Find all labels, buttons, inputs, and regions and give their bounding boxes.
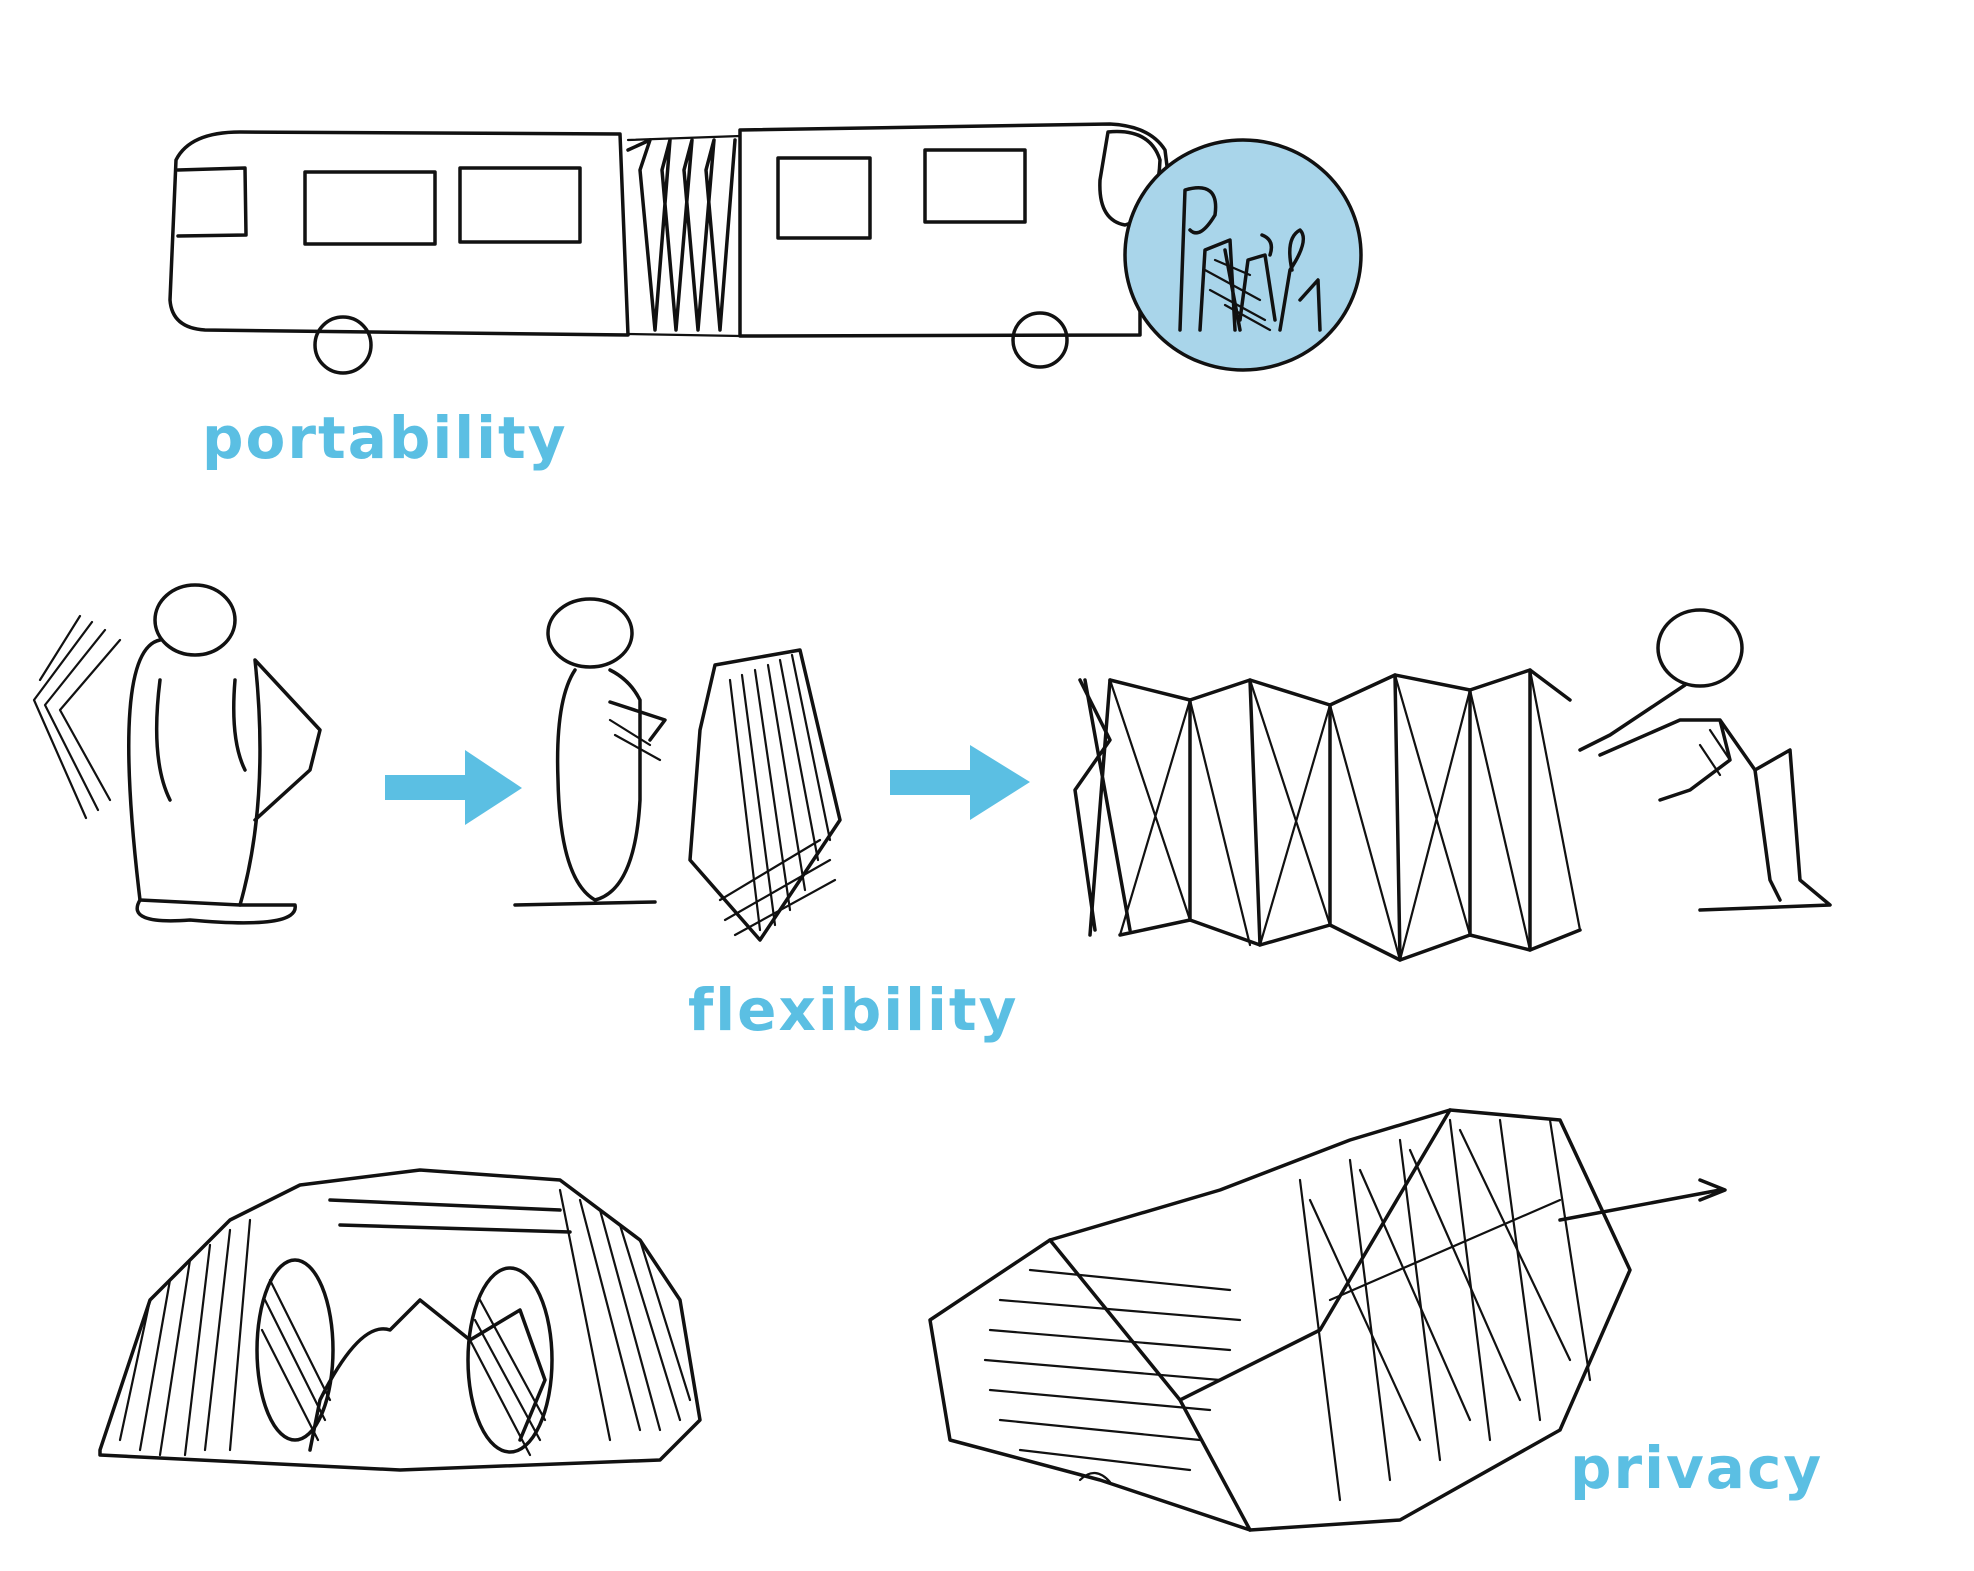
folding-screen-icon — [1073, 668, 1582, 962]
tent-icon — [98, 1168, 702, 1472]
folding-panel-icon — [688, 648, 842, 942]
arrow-right-icon — [385, 750, 522, 825]
passenger-bubble — [1123, 138, 1363, 372]
label-portability: portability — [202, 404, 568, 472]
label-flexibility: flexibility — [688, 976, 1018, 1044]
figure-icon — [513, 597, 667, 907]
bus-icon — [168, 122, 1172, 375]
figure-icon — [32, 583, 322, 925]
figure-icon — [1578, 608, 1832, 912]
arrow-right-icon — [890, 745, 1030, 820]
label-privacy: privacy — [1570, 1434, 1823, 1502]
tent-icon — [928, 1108, 1727, 1532]
